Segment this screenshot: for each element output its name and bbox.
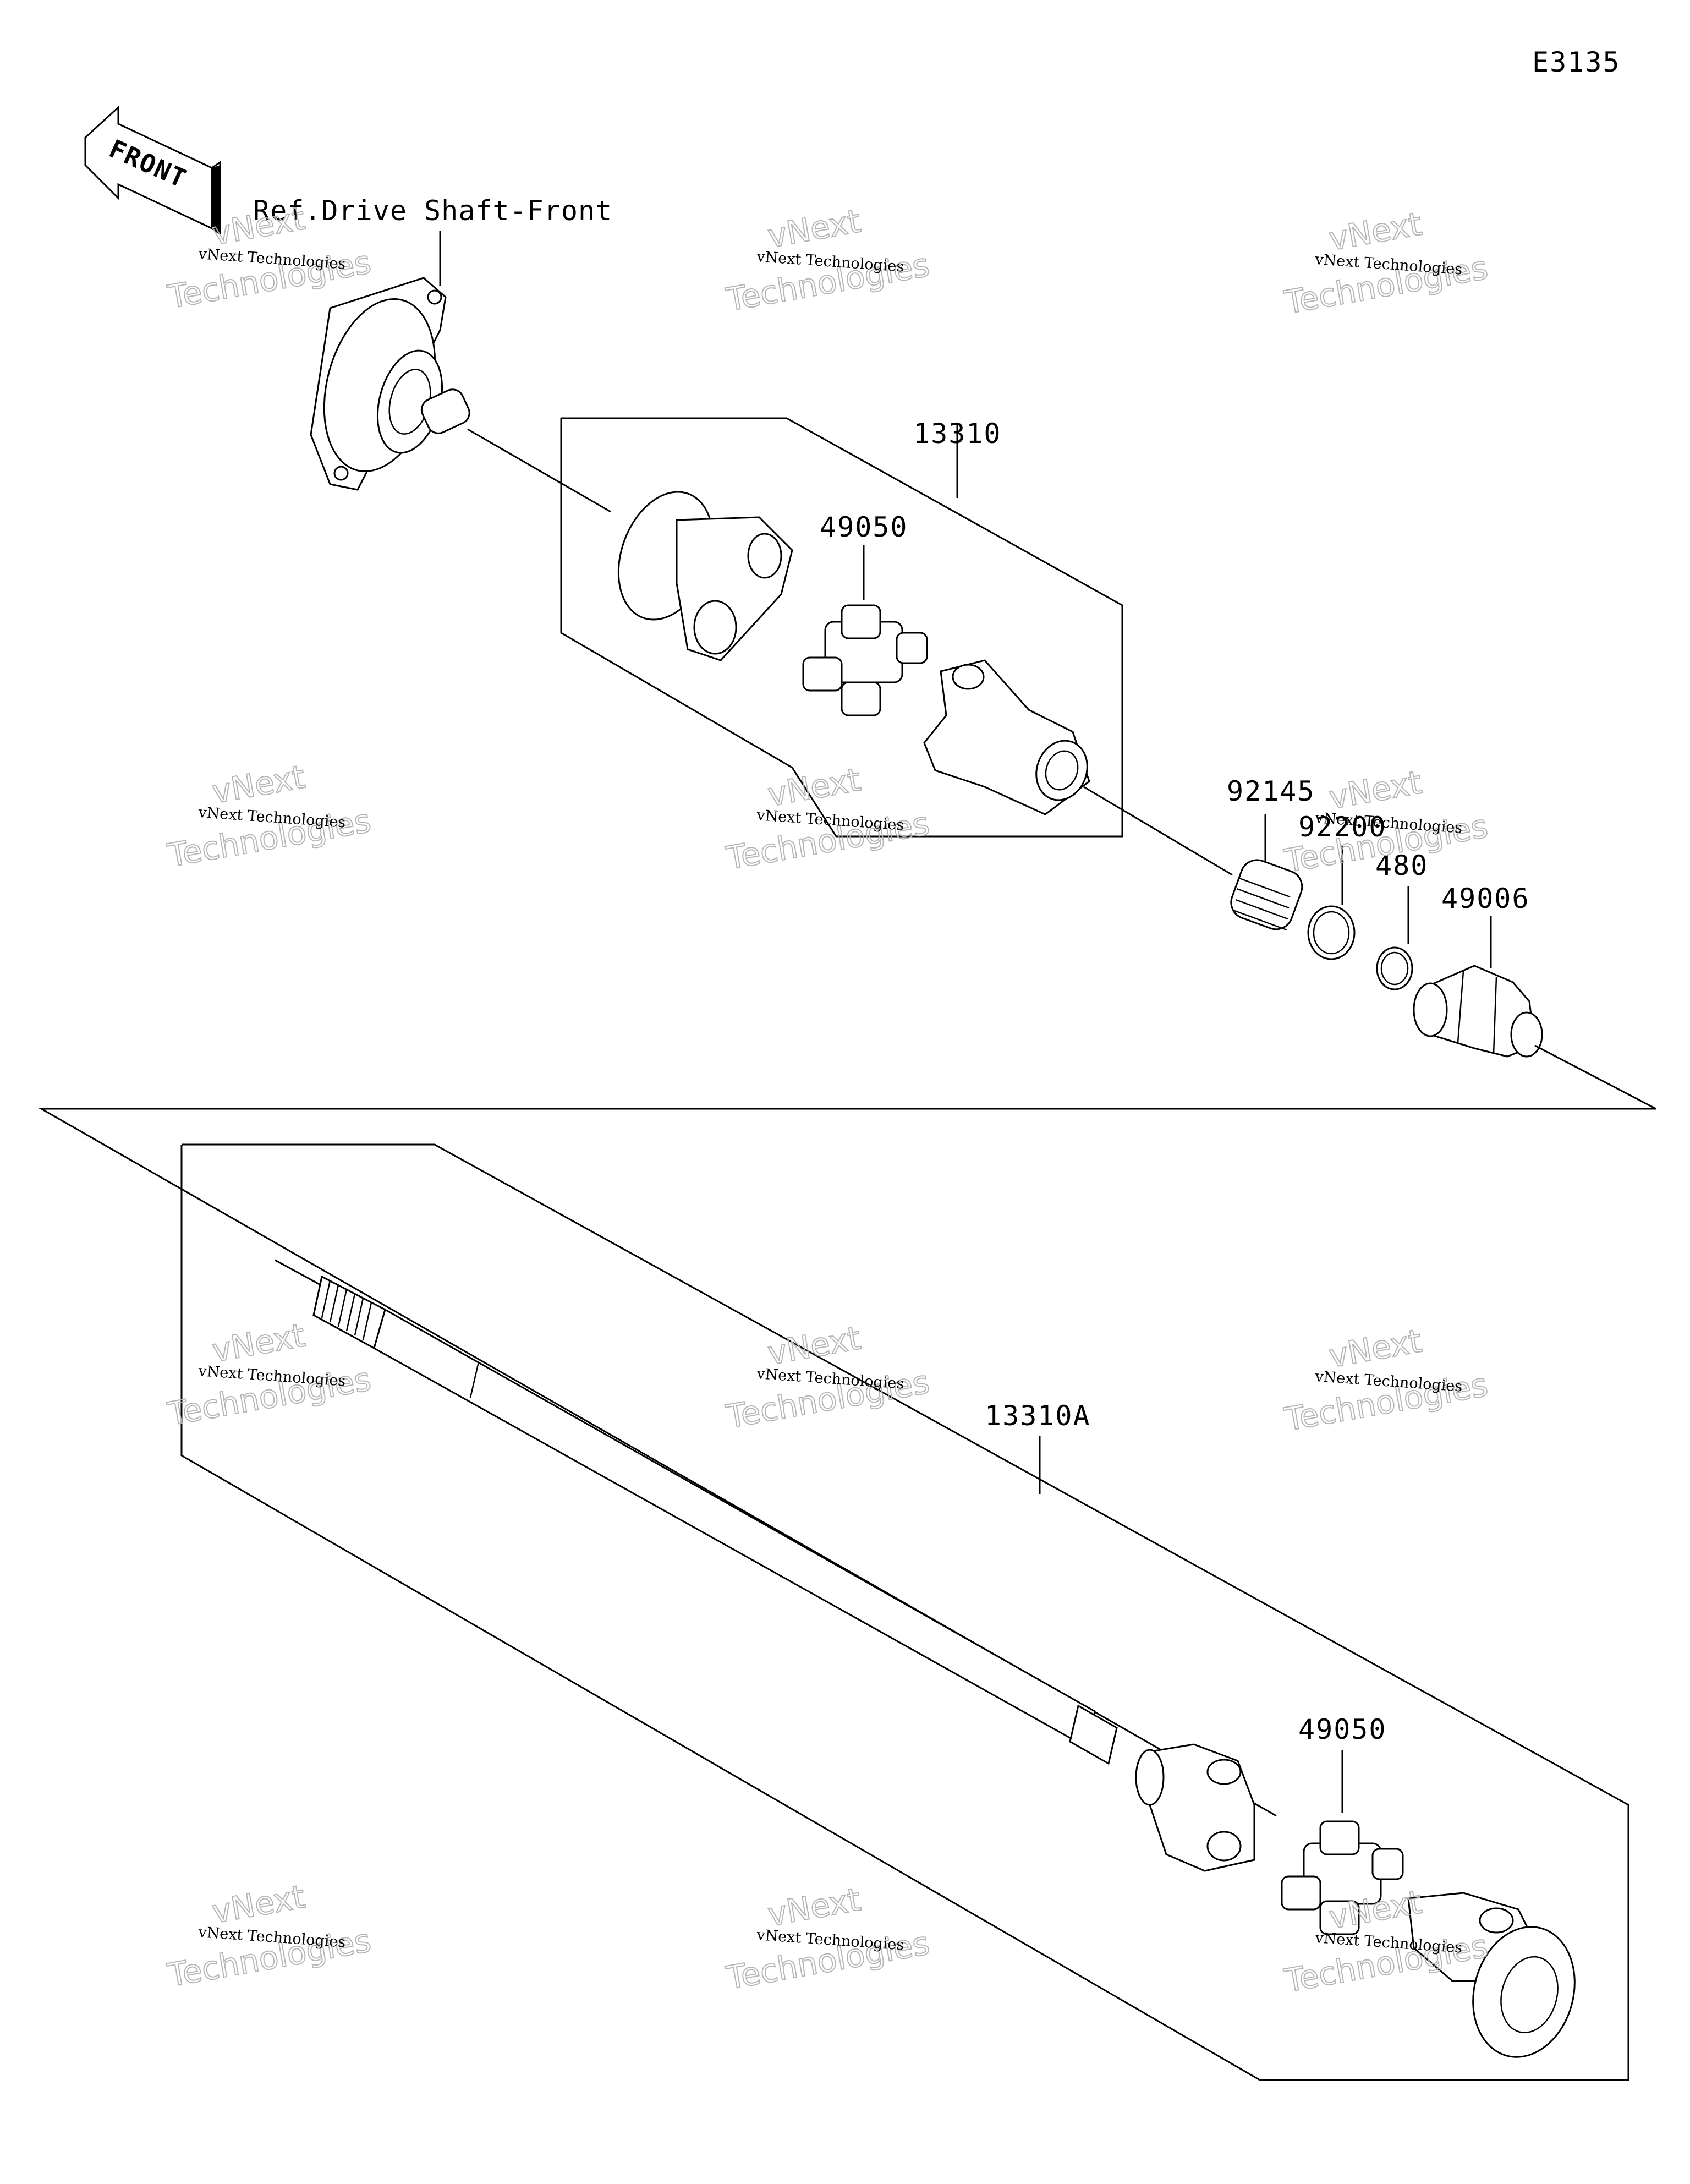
svg-text:vNext: vNext <box>210 1316 308 1369</box>
part-label-92145: 92145 <box>1227 775 1315 807</box>
svg-text:vNext: vNext <box>210 1878 308 1930</box>
slip-yoke-top <box>617 491 793 661</box>
part-label-92200: 92200 <box>1298 811 1387 843</box>
universal-joint-cross-top <box>802 604 928 716</box>
svg-text:vNext: vNext <box>765 1319 864 1372</box>
watermark-7: Technologies vNext vNext Technologies <box>164 1316 375 1433</box>
svg-text:vNext: vNext <box>765 202 864 255</box>
watermark-3: Technologies vNext vNext Technologies <box>1281 204 1491 322</box>
front-arrow-icon: FRONT <box>84 105 221 236</box>
yoke-top-rear <box>923 659 1090 815</box>
shaft-spline <box>321 1280 372 1340</box>
svg-text:vNext: vNext <box>1326 763 1425 816</box>
svg-text:vNext: vNext <box>1326 1322 1425 1375</box>
watermark-5: Technologies vNext vNext Technologies <box>723 760 933 878</box>
front-drive-shaft-flange <box>310 277 470 491</box>
svg-text:vNext: vNext <box>210 758 308 811</box>
watermark-8: Technologies vNext vNext Technologies <box>723 1318 933 1436</box>
drive-shaft-13310A <box>275 1259 1118 1765</box>
svg-text:vNext: vNext <box>765 760 864 813</box>
watermark-11: Technologies vNext vNext Technologies <box>723 1880 933 1997</box>
diagram-code: E3135 <box>1532 46 1621 78</box>
svg-text:vNext: vNext <box>210 199 308 252</box>
watermark-4: Technologies vNext vNext Technologies <box>164 757 375 875</box>
reference-label: Ref.Drive Shaft-Front <box>253 195 612 227</box>
part-label-480: 480 <box>1375 850 1428 882</box>
boot-49006 <box>1413 965 1543 1058</box>
part-label-49050-top: 49050 <box>820 511 908 543</box>
svg-text:vNext: vNext <box>765 1880 864 1933</box>
part-label-13310A: 13310A <box>985 1400 1091 1432</box>
part-label-13310: 13310 <box>913 418 1002 450</box>
yoke-bottom-rear <box>1407 1892 1576 2058</box>
ring-92200 <box>1307 905 1356 960</box>
watermark-9: Technologies vNext vNext Technologies <box>1281 1321 1491 1439</box>
universal-joint-cross-bottom <box>1281 1820 1404 1935</box>
part-label-49006: 49006 <box>1441 883 1530 915</box>
spring-92145 <box>1230 859 1303 931</box>
part-label-49050-bottom: 49050 <box>1298 1714 1387 1745</box>
circlip-480 <box>1376 946 1413 990</box>
svg-text:vNext: vNext <box>1326 205 1425 258</box>
yoke-bottom-front <box>1135 1743 1255 1872</box>
watermark-2: Technologies vNext vNext Technologies <box>723 201 933 319</box>
watermark-10: Technologies vNext vNext Technologies <box>164 1877 375 1995</box>
